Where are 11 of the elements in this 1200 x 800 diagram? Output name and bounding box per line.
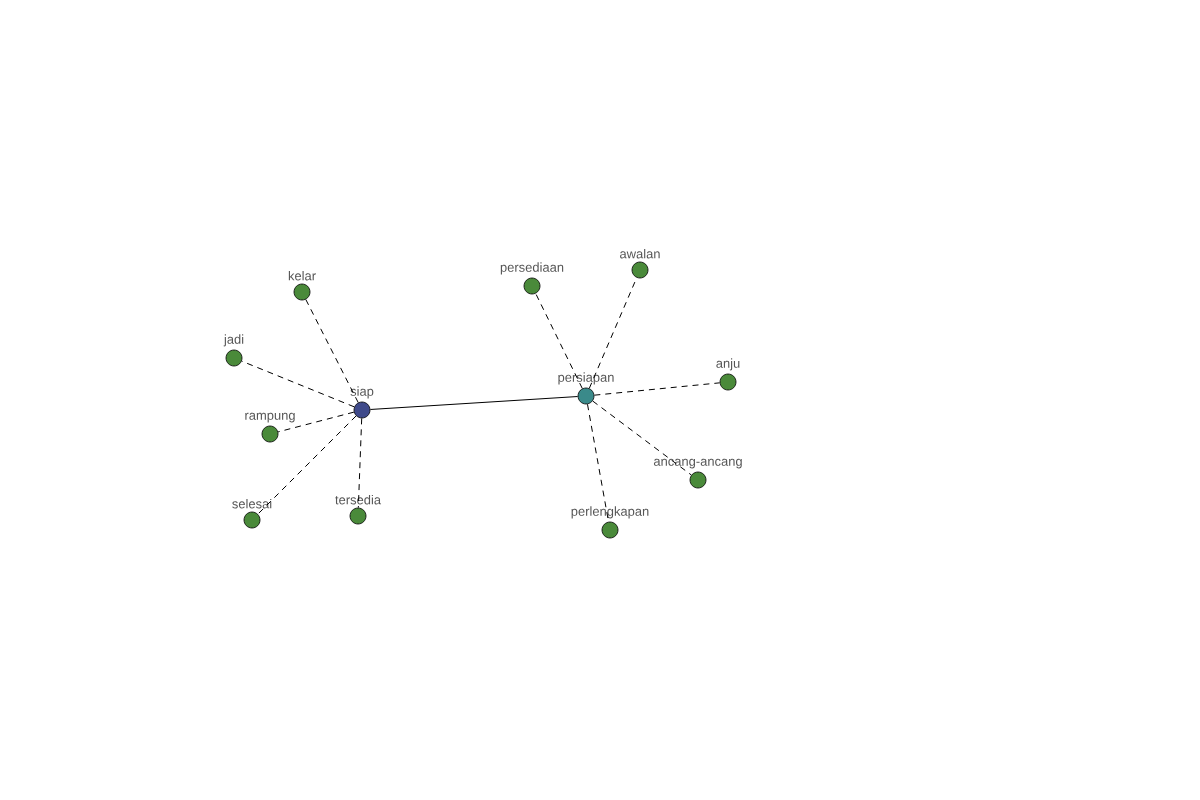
connector-line bbox=[277, 411, 355, 433]
connector-line bbox=[241, 360, 355, 408]
connector-line bbox=[593, 382, 721, 396]
connector-line bbox=[369, 396, 579, 410]
connector-line bbox=[257, 415, 357, 515]
connector-line bbox=[305, 299, 359, 403]
connector-line bbox=[592, 400, 692, 476]
connector-line bbox=[588, 277, 638, 389]
connector-line bbox=[357, 417, 363, 509]
connector-line bbox=[587, 403, 610, 523]
connector-line bbox=[535, 293, 583, 389]
